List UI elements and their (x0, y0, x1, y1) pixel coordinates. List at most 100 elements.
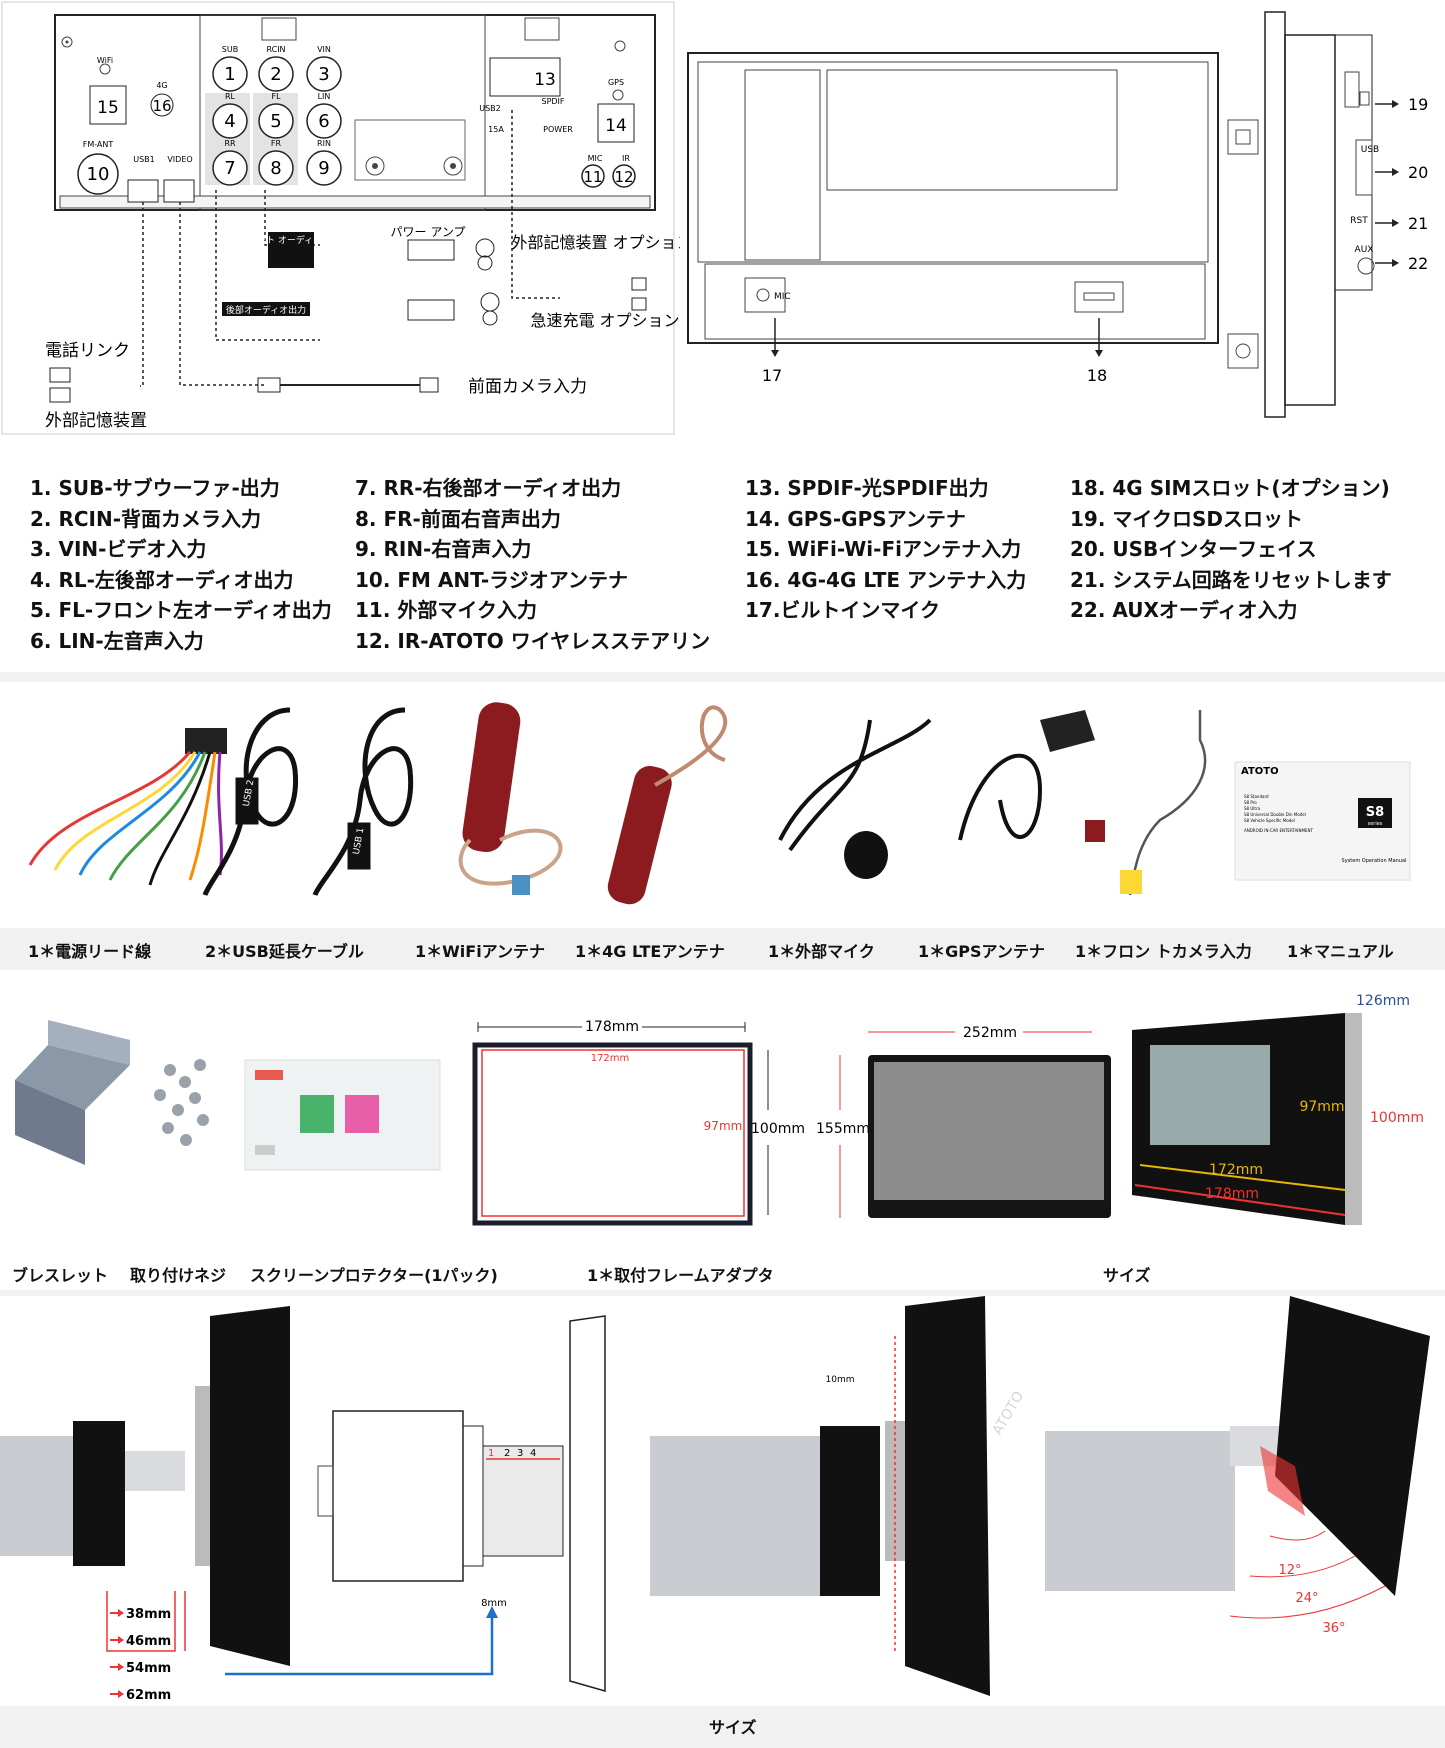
port-14-number: 14 (605, 116, 627, 136)
phone-link-label: 電話リンク (45, 341, 130, 361)
port-10-circle (77, 153, 119, 195)
manual-footer: System Operation Manual (1342, 858, 1407, 864)
gps-label: GPS (608, 78, 624, 87)
ext-storage-label: 外部記憶装置 (45, 411, 147, 431)
depth-62mm: 62mm (126, 1688, 171, 1703)
port-10-number: 10 (87, 164, 110, 185)
chassis-depth-label: 126mm (1356, 993, 1410, 1009)
mounting-svg: 38mm 46mm 54mm 62mm 1 2 3 4 8mm 10mm 12° (0, 1296, 1430, 1703)
spec-item: 13. SPDIF-光SPDIF出力 (745, 476, 989, 500)
chassis-width-label: 178mm (1205, 1186, 1259, 1202)
port-4-number: 4 (224, 111, 235, 132)
power-label: POWER (543, 125, 573, 134)
caption-band (0, 928, 1445, 970)
spec-item: 18. 4G SIMスロット(オプション) (1070, 476, 1390, 500)
manual-subtitle: ANDROID IN-CAR ENTERTAINMENT (1244, 828, 1313, 833)
front-camera-label: 前面カメラ入力 (468, 377, 587, 397)
bottom-band (0, 1706, 1445, 1748)
caption-bracelet: ブレスレット (12, 1266, 109, 1285)
manual-model: S8 Ultra (1244, 806, 1261, 811)
caption-wifi-antenna: 1＊WiFiアンテナ (415, 942, 546, 961)
caption-usb-cable: 2＊USB延長ケーブル (205, 942, 364, 961)
depth-54mm: 54mm (126, 1661, 171, 1676)
chassis-inner-width-label: 172mm (1209, 1162, 1263, 1178)
front-camera-cable (1120, 710, 1207, 896)
caption-sizes: サイズ (1103, 1266, 1151, 1285)
port-8-number: 8 (270, 158, 281, 179)
bracket-number-4: 4 (530, 1448, 536, 1459)
port-1-number: 1 (224, 64, 235, 85)
spec-item: 2. RCIN-背面カメラ入力 (30, 506, 262, 531)
port-7-number: 7 (224, 158, 235, 179)
rst-port-label: RST (1350, 216, 1368, 226)
spec-item: 1. SUB-サブウーファ-出力 (30, 476, 280, 500)
front-side-svg: MIC 17 18 USB RST AUX 19 20 21 22 (687, 11, 1428, 418)
callout-22: 22 (1408, 254, 1428, 273)
tilt-24-label: 24° (1295, 1591, 1318, 1606)
screen-width-label: 252mm (963, 1025, 1017, 1041)
height-adjust-photo: 10mm (650, 1296, 990, 1696)
callout-20: 20 (1408, 163, 1428, 182)
caption-external-mic: 1＊外部マイク (768, 942, 875, 961)
port-2-label: RCIN (266, 45, 285, 54)
power-amp-label: パワー アンプ (391, 225, 466, 239)
callout-21: 21 (1408, 214, 1428, 233)
port-12-number: 12 (614, 168, 633, 186)
manual-badge-sub: series (1368, 821, 1383, 827)
usb-cable-2 (202, 707, 299, 896)
chassis-dimensions: 126mm 97mm 100mm 172mm 178mm (1132, 993, 1424, 1225)
port-1-label: SUB (222, 45, 238, 54)
mounting-bracket (15, 1020, 130, 1165)
port-3-label: VIN (317, 45, 331, 54)
depth-offset-markers (106, 1591, 186, 1652)
gps-antenna (958, 710, 1105, 842)
fuse-label: 15A (488, 125, 504, 134)
spec-item: 10. FM ANT-ラジオアンテナ (355, 567, 628, 592)
manual-badge: S8 (1366, 805, 1384, 820)
port-7-label: RR (224, 139, 236, 148)
port-4-label: RL (225, 92, 236, 101)
size-diagrams: 178mm 172mm 97mm 100mm 252mm 155mm 126mm… (0, 970, 1445, 1255)
front-side-diagram: MIC 17 18 USB RST AUX 19 20 21 22 (680, 0, 1445, 440)
depth-38mm: 38mm (126, 1607, 171, 1622)
spec-item: 4. RL-左後部オーディオ出力 (30, 567, 294, 592)
caption-frame-adapter: 1＊取付フレームアダプタ (587, 1266, 774, 1285)
port-5-number: 5 (270, 111, 281, 132)
port-11-number: 11 (583, 168, 602, 186)
tilt-adjust-photo: 12° 24° 36° (1045, 1296, 1430, 1636)
frame-height-label: 100mm (751, 1121, 805, 1137)
spec-item: 7. RR-右後部オーディオ出力 (355, 476, 622, 500)
aux-port-label: AUX (1355, 245, 1374, 255)
manual-model: S8 Standard (1244, 794, 1269, 799)
manual-brand: ATOTO (1241, 766, 1279, 777)
usb-cable-1 (312, 707, 414, 897)
spec-item: 9. RIN-右音声入力 (355, 537, 532, 561)
frame-adapter: 178mm 172mm 97mm 100mm (472, 1017, 805, 1226)
port-9-circle (306, 150, 342, 186)
usb2-label: USB2 (479, 104, 501, 113)
bottom-size-caption: サイズ (709, 1718, 757, 1737)
bracket-schematic: 1 2 3 4 8mm (317, 1315, 606, 1692)
port-3-circle (306, 56, 342, 92)
usb-1-tag: USB 1 (352, 827, 367, 855)
screen-protector (244, 1059, 441, 1171)
port-1-circle (212, 56, 248, 92)
manual-model: S8 Vehicle Specific Model (1244, 818, 1295, 823)
port-5-label: FL (271, 92, 281, 101)
port-9-number: 9 (318, 158, 329, 179)
port-6-circle (306, 103, 342, 139)
spec-item: 14. GPS-GPSアンテナ (745, 506, 966, 531)
chassis-height-label: 100mm (1370, 1110, 1424, 1126)
manual-model: S8 Pro (1244, 800, 1257, 805)
port-9-label: RIN (317, 139, 331, 148)
rear-audio-callout: 後部オーディオ出力 (226, 304, 306, 316)
spec-item: 12. IR-ATOTO ワイヤレスステアリン (355, 628, 711, 653)
port-6-number: 6 (318, 111, 329, 132)
spec-item: 20. USBインターフェイス (1070, 537, 1317, 561)
spec-item: 17.ビルトインマイク (745, 598, 941, 622)
port-4-circle (212, 103, 248, 139)
caption-lte-antenna: 1＊4G LTEアンテナ (575, 942, 725, 961)
accessories-photos: USB 2 USB 1 ATOTO S8 Standard S8 Pro S8 … (0, 690, 1445, 925)
